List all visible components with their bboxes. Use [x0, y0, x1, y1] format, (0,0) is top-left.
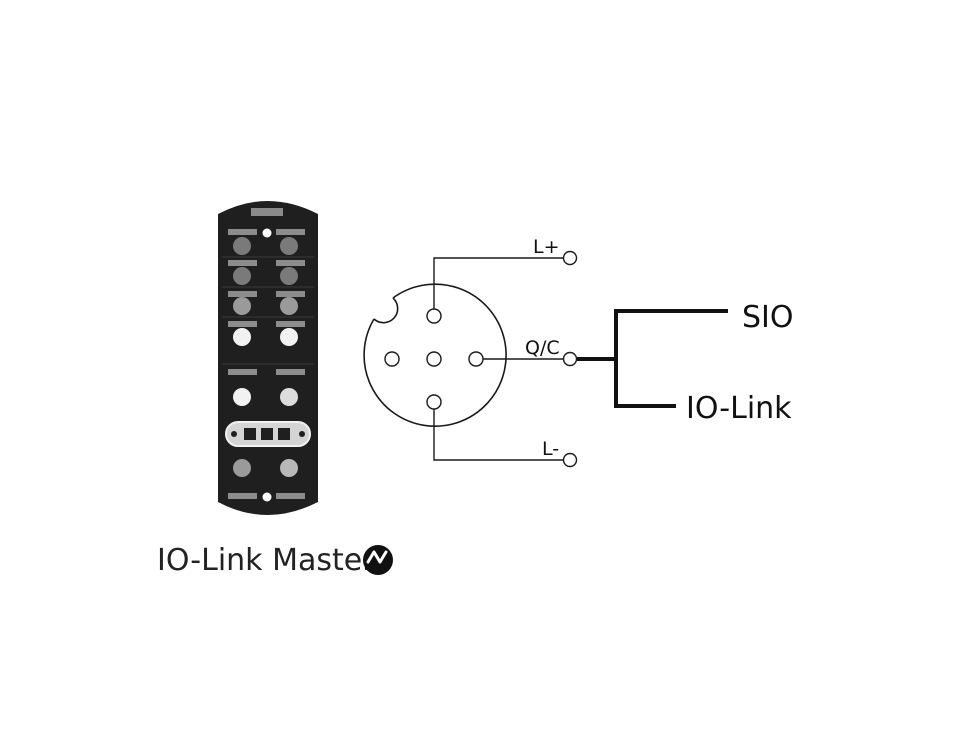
label-qc: Q/C	[525, 337, 560, 359]
terminal-qc	[562, 351, 578, 367]
label-sio: SIO	[742, 300, 794, 335]
io-link-master-device	[218, 201, 318, 515]
connector-pin-left	[384, 351, 400, 367]
device-port-row	[228, 369, 305, 406]
label-l-plus: L+	[533, 236, 560, 258]
device-body	[218, 201, 318, 515]
port-socket	[233, 267, 251, 285]
device-bottom-mounting-hole	[262, 492, 272, 502]
device-port-row	[228, 291, 305, 315]
terminal-l-minus	[562, 452, 578, 468]
mode-branch	[577, 309, 728, 408]
connector-pin-bottom	[426, 394, 442, 410]
port-socket	[233, 328, 251, 346]
port-socket	[233, 237, 251, 255]
connector-pin-right	[468, 351, 484, 367]
port-socket	[280, 267, 298, 285]
io-link-logo-icon	[363, 545, 393, 575]
m12-connector-face	[363, 283, 507, 427]
wire-l-minus	[433, 409, 563, 461]
connector-pin-top	[426, 308, 442, 324]
port-socket	[280, 388, 298, 406]
label-l-minus: L-	[542, 438, 559, 460]
port-socket	[233, 459, 251, 477]
device-caption: IO-Link Master	[157, 543, 375, 578]
label-io-link: IO-Link	[686, 391, 792, 426]
pin-wires	[433, 257, 563, 461]
connector-outline	[363, 283, 507, 427]
terminal-l-plus	[562, 250, 578, 266]
device-top-label-plate	[251, 208, 283, 216]
port-socket	[280, 328, 298, 346]
device-port-row	[233, 459, 298, 477]
device-port-row	[228, 229, 305, 255]
connector-coding-notch	[373, 297, 399, 324]
wire-l-plus	[433, 257, 563, 309]
device-port-row	[228, 260, 305, 285]
port-socket	[280, 237, 298, 255]
device-central-connector	[225, 421, 311, 447]
port-socket	[233, 297, 251, 315]
port-socket	[280, 297, 298, 315]
port-socket	[233, 388, 251, 406]
port-socket	[280, 459, 298, 477]
device-port-row	[228, 321, 305, 346]
device-top-mounting-hole	[262, 228, 272, 238]
connector-pin-center	[426, 351, 442, 367]
